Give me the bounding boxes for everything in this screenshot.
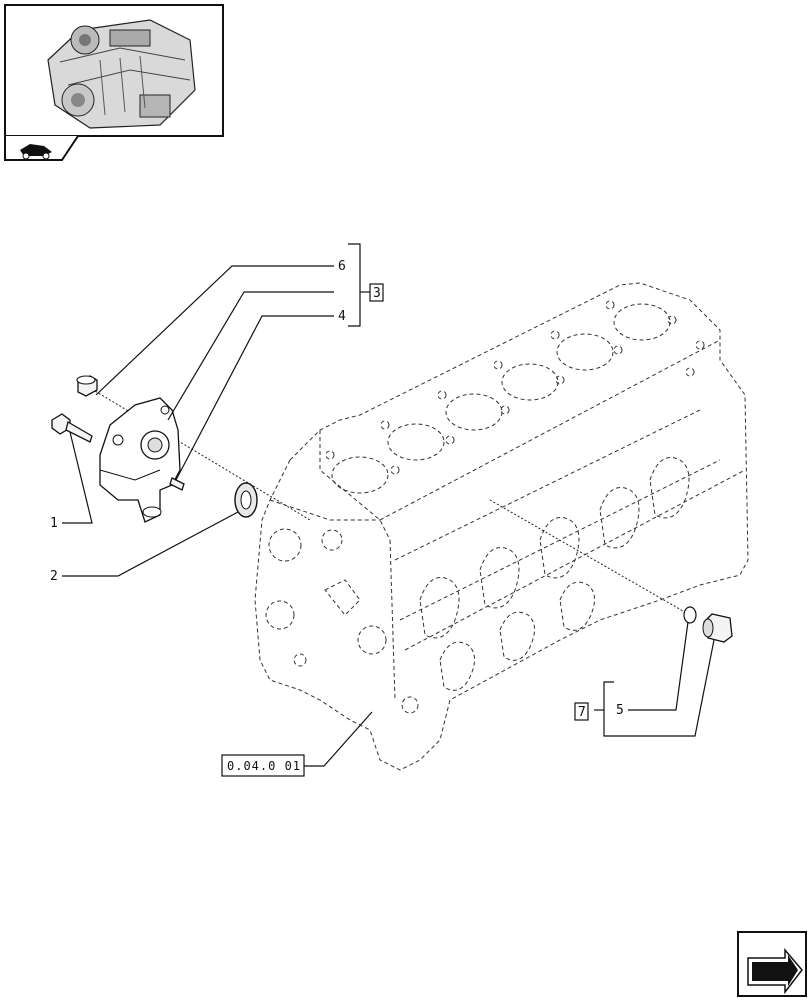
seal-ring-part <box>234 482 258 518</box>
reference-box[interactable]: 0.04.0 01 <box>221 754 305 777</box>
assembly-axis-right <box>489 499 691 616</box>
washer-part <box>683 606 697 624</box>
cap-part <box>76 375 98 397</box>
engine-thumbnail-icon <box>47 19 196 129</box>
reference-label: 0.04.0 01 <box>227 759 301 773</box>
next-page-arrow[interactable] <box>737 931 807 997</box>
callout-box-3[interactable]: 3 <box>369 283 384 302</box>
callout-box-7[interactable]: 7 <box>574 702 589 721</box>
callout-2: 2 <box>50 569 58 584</box>
callout-1: 1 <box>50 516 58 531</box>
tractor-nav-icon <box>20 144 52 160</box>
callout-5: 5 <box>616 703 624 718</box>
bolt-part <box>51 413 93 443</box>
svg-text:3: 3 <box>373 286 381 301</box>
callout-6: 6 <box>338 259 346 274</box>
callout-4: 4 <box>338 309 346 324</box>
housing-part <box>99 397 181 523</box>
next-page-arrow-icon <box>747 947 803 995</box>
svg-text:7: 7 <box>578 705 586 720</box>
engine-thumbnail[interactable] <box>4 4 224 161</box>
engine-block <box>254 282 749 771</box>
leader-lines <box>62 243 715 767</box>
head-bolt-holes <box>325 300 705 475</box>
plug-part <box>702 613 733 643</box>
pin-part <box>169 477 185 491</box>
